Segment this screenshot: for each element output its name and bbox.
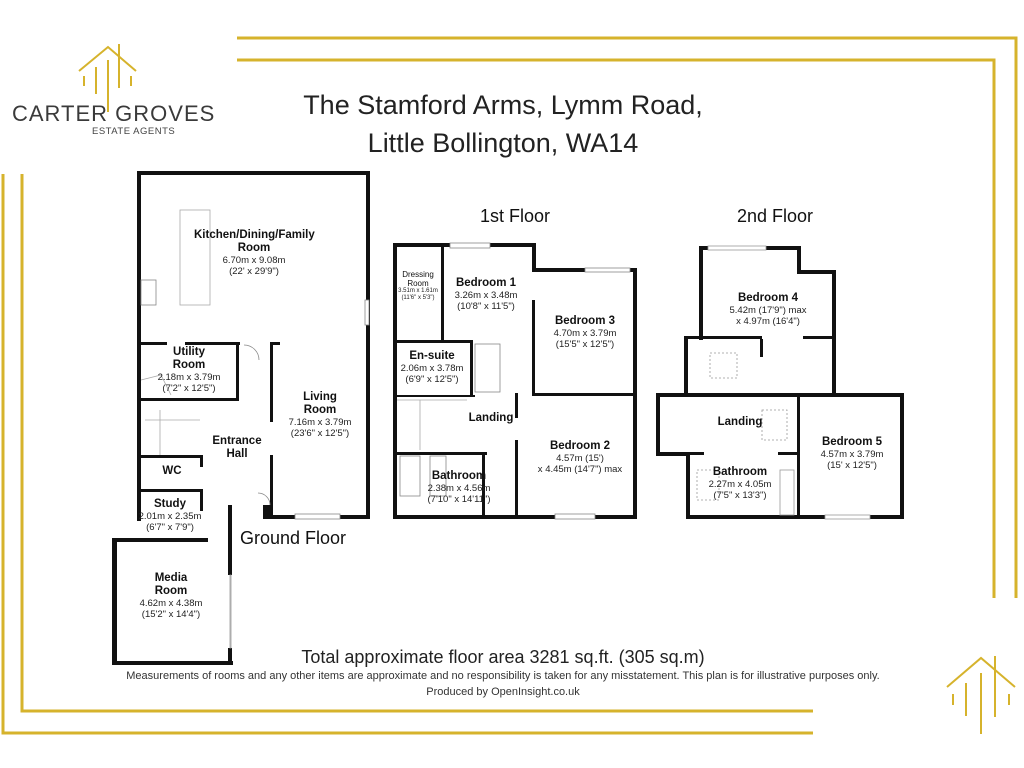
property-title-line1: The Stamford Arms, Lymm Road, <box>303 90 703 120</box>
first-floor-fixtures <box>397 242 631 520</box>
room-entrance-hall: Entrance Hall <box>212 435 262 460</box>
gold-frame <box>1 36 1018 735</box>
room-wc: WC <box>162 465 182 477</box>
brand-name: CARTER GROVES <box>12 101 216 126</box>
ground-floor-fixtures <box>140 209 370 649</box>
second-floor-fixtures <box>696 245 871 520</box>
ground-floor-label: Ground Floor <box>240 528 347 548</box>
corner-house-icon <box>946 656 1016 734</box>
room-landing-2nd: Landing <box>717 416 763 428</box>
ground-floor-walls <box>112 171 370 665</box>
property-title-line2: Little Bollington, WA14 <box>367 128 639 158</box>
total-floor-area: Total approximate floor area 3281 sq.ft.… <box>301 647 705 667</box>
logo-house-icon <box>78 44 137 112</box>
room-landing-1st: Landing <box>468 412 514 424</box>
second-floor-label: 2nd Floor <box>737 206 814 226</box>
disclaimer: Measurements of rooms and any other item… <box>126 670 880 682</box>
first-floor-label: 1st Floor <box>480 206 551 226</box>
produced-by: Produced by OpenInsight.co.uk <box>426 686 580 698</box>
brand-tagline: ESTATE AGENTS <box>92 126 176 137</box>
